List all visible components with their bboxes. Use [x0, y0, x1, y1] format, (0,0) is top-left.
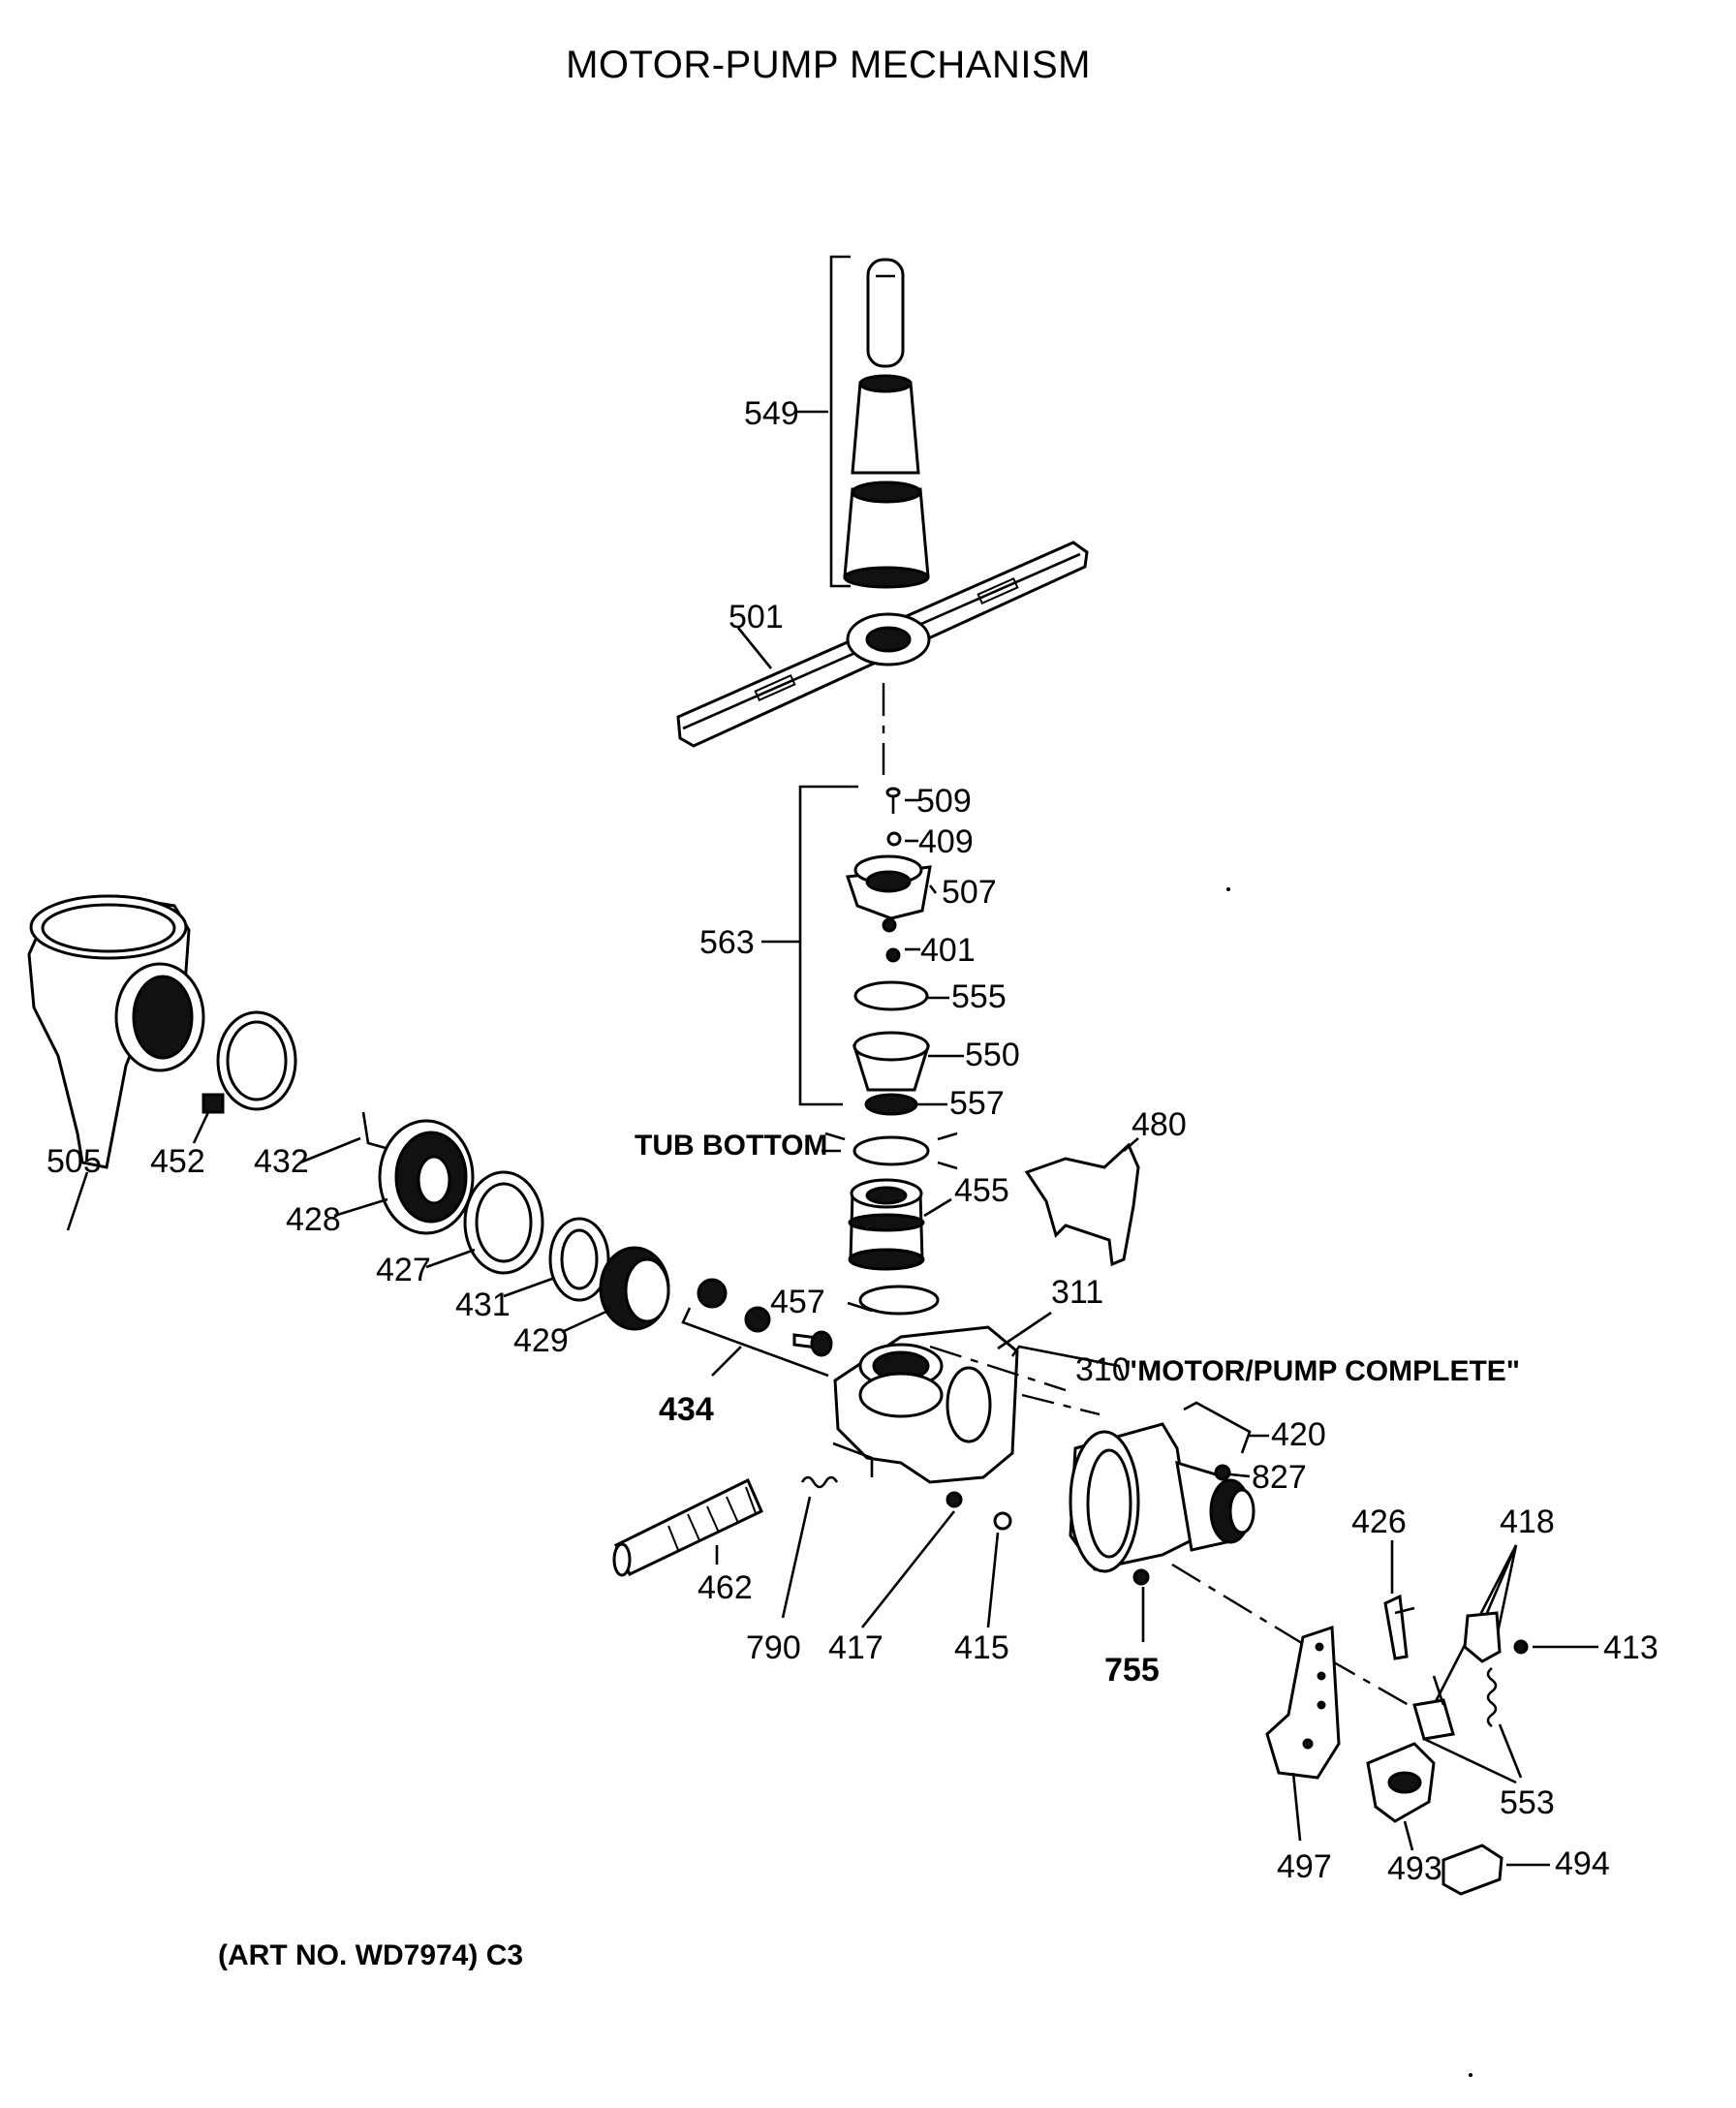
label-790: 790	[746, 1629, 801, 1666]
label-755: 755	[1104, 1652, 1160, 1689]
label-455: 455	[954, 1172, 1009, 1209]
rod-420	[1183, 1401, 1269, 1454]
label-401: 401	[920, 932, 976, 969]
tub-bottom	[822, 1132, 958, 1170]
label-494: 494	[1555, 1845, 1610, 1882]
part-494	[1442, 1844, 1550, 1896]
impeller-428	[299, 1111, 475, 1235]
label-497: 497	[1277, 1848, 1332, 1885]
label-417: 417	[828, 1629, 884, 1666]
label-555: 555	[951, 978, 1007, 1015]
label-557: 557	[949, 1085, 1005, 1122]
parts-434	[681, 1278, 833, 1378]
label-motor-pump-complete: "MOTOR/PUMP COMPLETE"	[1124, 1355, 1520, 1387]
label-428: 428	[286, 1201, 341, 1238]
bracket-497	[1265, 1625, 1341, 1842]
screw-827	[1214, 1464, 1251, 1481]
label-434: 434	[659, 1391, 714, 1428]
washer-415	[986, 1511, 1012, 1628]
label-462: 462	[698, 1569, 753, 1606]
label-493: 493	[1387, 1850, 1442, 1887]
impeller-429	[561, 1246, 670, 1334]
part-426	[1383, 1540, 1415, 1660]
label-409: 409	[918, 823, 974, 860]
speck-mark	[1469, 2073, 1472, 2077]
label-550: 550	[965, 1037, 1020, 1073]
pump-axis-line	[929, 1345, 1067, 1392]
washer-417	[860, 1491, 963, 1628]
hub-assembly-563	[761, 785, 964, 1116]
ring-427	[425, 1170, 544, 1275]
label-311: 311	[1051, 1274, 1103, 1311]
motor-310	[1010, 1345, 1256, 1642]
label-509: 509	[916, 783, 972, 820]
ring-431	[503, 1217, 610, 1302]
spring-790	[781, 1475, 839, 1619]
hose-462	[612, 1477, 763, 1577]
pump-housing-311	[832, 1311, 1052, 1484]
label-426: 426	[1351, 1504, 1407, 1540]
tube-assembly-549	[797, 255, 930, 589]
cover-480	[1024, 1137, 1140, 1267]
label-457: 457	[770, 1284, 825, 1320]
speck-mark	[1226, 887, 1230, 891]
label-420: 420	[1271, 1416, 1326, 1453]
housing-505	[27, 894, 205, 1231]
clamp-452	[192, 1010, 297, 1144]
label-431: 431	[455, 1286, 511, 1323]
label-553: 553	[1500, 1784, 1555, 1821]
label-427: 427	[376, 1252, 431, 1288]
clamp-457	[847, 1285, 940, 1316]
label-480: 480	[1132, 1106, 1187, 1143]
part-418	[1412, 1544, 1598, 1741]
label-418: 418	[1500, 1504, 1555, 1540]
art-number-footer: (ART NO. WD7974) C3	[218, 1939, 523, 1971]
part-493	[1366, 1742, 1436, 1851]
sump-455	[848, 1178, 952, 1271]
label-tub-bottom: TUB BOTTOM	[635, 1130, 827, 1162]
label-429: 429	[513, 1322, 569, 1359]
label-413: 413	[1603, 1629, 1658, 1666]
label-452: 452	[150, 1143, 205, 1180]
label-827: 827	[1252, 1459, 1307, 1496]
label-310: 310	[1075, 1351, 1131, 1388]
label-432: 432	[254, 1143, 309, 1180]
label-501: 501	[728, 599, 784, 636]
label-415: 415	[954, 1629, 1009, 1666]
spray-arm-501	[676, 541, 1089, 748]
diagram-title: MOTOR-PUMP MECHANISM	[566, 44, 1091, 86]
label-549: 549	[744, 395, 799, 432]
label-505: 505	[46, 1143, 102, 1180]
label-507: 507	[942, 874, 997, 911]
label-563: 563	[699, 924, 755, 961]
spring-553	[1423, 1666, 1523, 1784]
